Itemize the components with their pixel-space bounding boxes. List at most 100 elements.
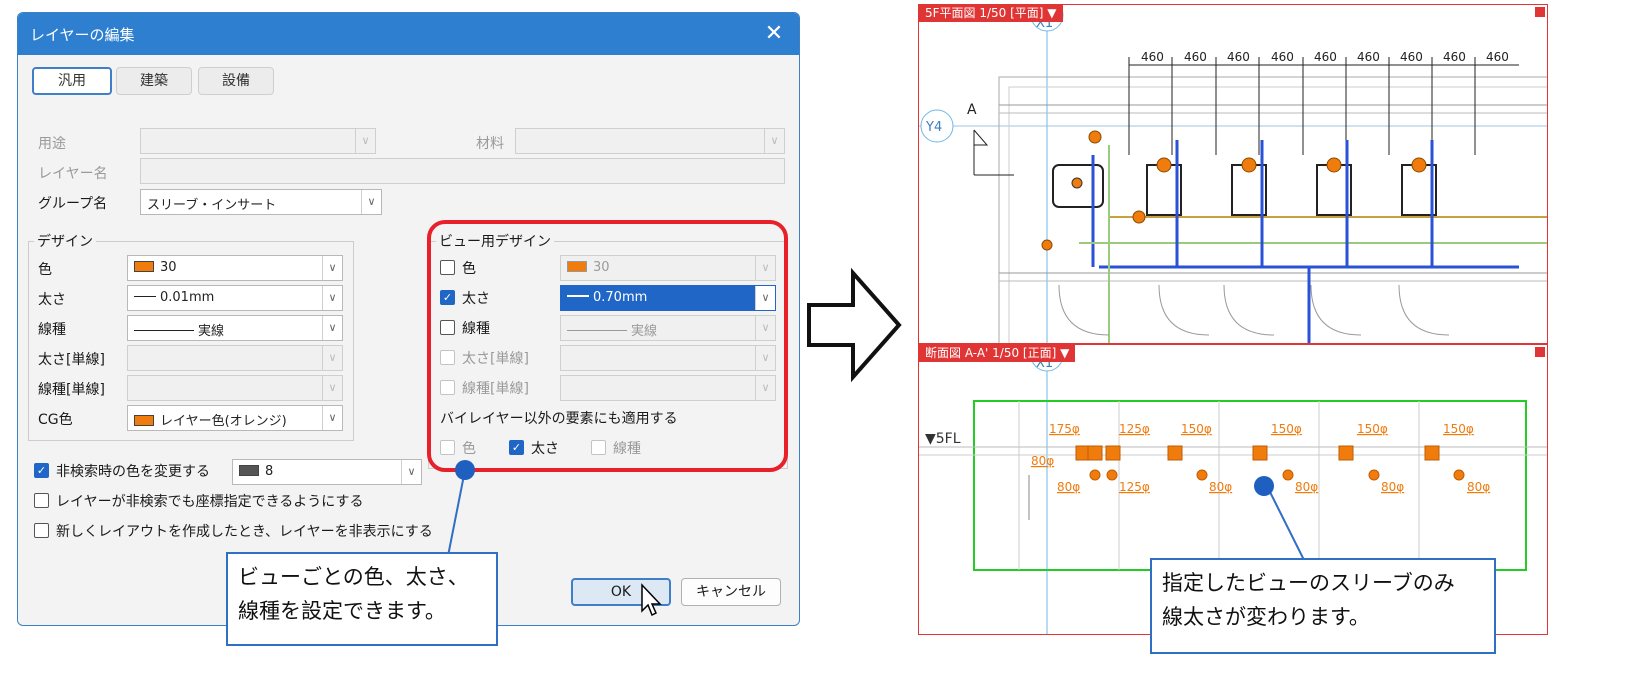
- design-linetype-label: 線種: [38, 322, 66, 338]
- callout-left-line: 線種を設定できます。: [238, 599, 446, 623]
- pin-icon[interactable]: [1535, 7, 1545, 17]
- design-width-value: 0.01mm: [160, 290, 215, 305]
- svg-text:80φ: 80φ: [1209, 480, 1232, 494]
- nonsearch-color-checkbox[interactable]: ✓: [34, 463, 49, 478]
- chevron-down-icon: ∨: [322, 346, 342, 370]
- tab-architecture[interactable]: 建築: [116, 67, 192, 95]
- section-drawing: ▼5FL 175φ 125φ 150φ 150φ 150φ 150φ 80φ 8…: [919, 345, 1547, 634]
- apply-color-checkbox[interactable]: [440, 440, 455, 455]
- coord-nonsearch-checkbox[interactable]: [34, 493, 49, 508]
- nonsearch-color-select[interactable]: 8 ∨: [232, 459, 422, 485]
- svg-text:460: 460: [1443, 50, 1466, 64]
- design-width-select[interactable]: 0.01mm ∨: [127, 285, 343, 311]
- design-single-linetype-label: 線種[単線]: [38, 382, 105, 398]
- layer-name-label: レイヤー名: [38, 166, 108, 182]
- view-single-linetype-select[interactable]: ∨: [560, 375, 776, 401]
- apply-width-checkbox[interactable]: ✓: [509, 440, 524, 455]
- callout-dot: [455, 460, 475, 480]
- group-name-select[interactable]: スリーブ・インサート ∨: [140, 189, 382, 215]
- design-color-value: 30: [160, 260, 177, 275]
- chevron-down-icon: ∨: [355, 129, 375, 153]
- close-icon[interactable]: ✕: [764, 21, 784, 46]
- pin-icon[interactable]: [1535, 347, 1545, 357]
- design-cg-color-value: レイヤー色(オレンジ): [160, 414, 287, 429]
- chevron-down-icon: ∨: [401, 460, 421, 484]
- design-single-width-label: 太さ[単線]: [38, 352, 105, 368]
- chevron-down-icon: ∨: [322, 376, 342, 400]
- view-linetype-checkbox[interactable]: [440, 320, 455, 335]
- design-linetype-value: 実線: [198, 324, 225, 339]
- svg-text:80φ: 80φ: [1295, 480, 1318, 494]
- view-linetype-label: 線種: [462, 321, 490, 337]
- chevron-down-icon: ∨: [322, 286, 342, 310]
- color-swatch: [239, 465, 259, 476]
- svg-text:80φ: 80φ: [1467, 480, 1490, 494]
- design-linetype-select[interactable]: 実線 ∨: [127, 315, 343, 341]
- coord-nonsearch-label: レイヤーが非検索でも座標指定できるようにする: [56, 494, 364, 510]
- line-sample: [134, 296, 156, 297]
- view-width-checkbox[interactable]: ✓: [440, 290, 455, 305]
- chevron-down-icon: ∨: [322, 406, 342, 430]
- group-name-label: グループ名: [38, 196, 108, 212]
- svg-text:A: A: [967, 102, 977, 118]
- callout-right-line: 線太さが変わります。: [1162, 605, 1370, 629]
- view-single-linetype-label: 線種[単線]: [462, 381, 529, 397]
- section-view-tag-text: 断面図 A-A' 1/50 [正面]: [925, 346, 1057, 360]
- chevron-down-icon: ∨: [764, 129, 784, 153]
- hide-new-layout-label: 新しくレイアウトを作成したとき、レイヤーを非表示にする: [56, 524, 433, 540]
- view-width-select[interactable]: 0.70mm ∨: [560, 285, 776, 311]
- svg-text:460: 460: [1141, 50, 1164, 64]
- right-arrow-icon: [807, 267, 902, 383]
- view-color-label: 色: [462, 261, 476, 277]
- design-color-select[interactable]: 30 ∨: [127, 255, 343, 281]
- hide-new-layout-checkbox[interactable]: [34, 523, 49, 538]
- cancel-button[interactable]: キャンセル: [681, 578, 781, 606]
- apply-color-label: 色: [462, 441, 476, 457]
- use-select[interactable]: ∨: [140, 128, 376, 154]
- callout-right: 指定したビューのスリーブのみ 線太さが変わります。: [1150, 558, 1496, 654]
- layer-edit-dialog: レイヤーの編集 ✕ 汎用 建築 設備 用途 ∨ 材料 ∨ レイヤー名 グループ名…: [17, 12, 800, 626]
- nonsearch-color-label: 非検索時の色を変更する: [56, 464, 210, 480]
- dialog-titlebar: レイヤーの編集 ✕: [18, 13, 799, 55]
- design-cg-color-select[interactable]: レイヤー色(オレンジ) ∨: [127, 405, 343, 431]
- chevron-down-icon: ∨: [755, 286, 775, 310]
- section-view-tag[interactable]: 断面図 A-A' 1/50 [正面] ▼: [919, 345, 1076, 362]
- view-design-highlight: [427, 220, 788, 472]
- svg-text:150φ: 150φ: [1271, 422, 1302, 436]
- callout-right-line: 指定したビューのスリーブのみ: [1162, 571, 1455, 595]
- view-single-width-checkbox[interactable]: [440, 350, 455, 365]
- design-group-title: デザイン: [34, 231, 96, 251]
- design-single-linetype-select[interactable]: ∨: [127, 375, 343, 401]
- view-width-label: 太さ: [462, 291, 490, 307]
- callout-left: ビューごとの色、太さ、 線種を設定できます。: [226, 552, 498, 646]
- material-select[interactable]: ∨: [515, 128, 785, 154]
- plan-view-tag[interactable]: 5F平面図 1/50 [平面] ▼: [919, 5, 1063, 22]
- svg-text:80φ: 80φ: [1381, 480, 1404, 494]
- view-width-value: 0.70mm: [593, 290, 648, 305]
- apply-linetype-checkbox[interactable]: [591, 440, 606, 455]
- line-sample: [567, 295, 589, 297]
- design-single-width-select[interactable]: ∨: [127, 345, 343, 371]
- svg-text:460: 460: [1314, 50, 1337, 64]
- callout-dot: [1254, 476, 1274, 496]
- view-linetype-select[interactable]: 実線 ∨: [560, 315, 776, 341]
- apply-linetype-label: 線種: [613, 441, 641, 457]
- use-label: 用途: [38, 136, 66, 152]
- mouse-cursor-icon: [641, 583, 662, 617]
- tab-general[interactable]: 汎用: [32, 67, 112, 95]
- view-color-select[interactable]: 30 ∨: [560, 255, 776, 281]
- chevron-down-icon: ∨: [755, 256, 775, 280]
- view-single-linetype-checkbox[interactable]: [440, 380, 455, 395]
- svg-text:460: 460: [1400, 50, 1423, 64]
- view-color-checkbox[interactable]: [440, 260, 455, 275]
- svg-text:150φ: 150φ: [1357, 422, 1388, 436]
- group-name-value: スリーブ・インサート: [147, 198, 277, 213]
- design-color-label: 色: [38, 262, 52, 278]
- view-single-width-select[interactable]: ∨: [560, 345, 776, 371]
- layer-name-input[interactable]: [140, 158, 785, 184]
- tab-equipment[interactable]: 設備: [198, 67, 274, 95]
- design-width-label: 太さ: [38, 292, 66, 308]
